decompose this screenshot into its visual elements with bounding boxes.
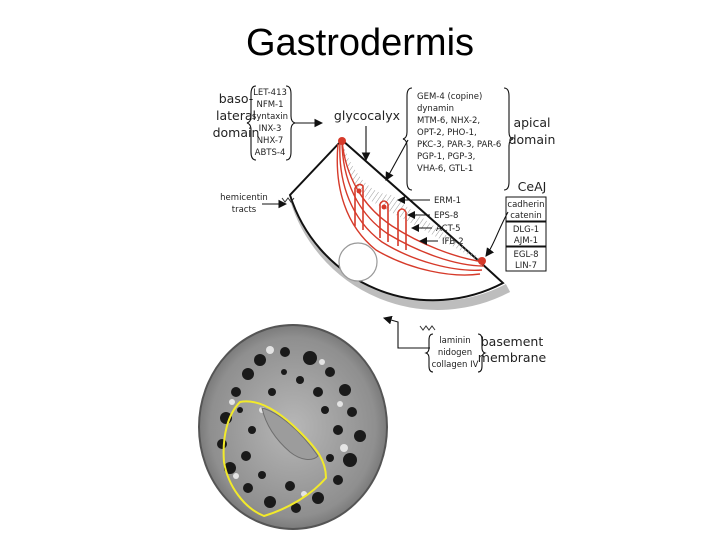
basolateral-right-brace xyxy=(285,85,296,161)
basolateral-gene-list: LET-413 NFM-1 syntaxin INX-3 NHX-7 ABTS-… xyxy=(252,88,288,158)
apical-membrane-lines xyxy=(336,139,485,276)
svg-text:DLG-1: DLG-1 xyxy=(513,225,539,235)
svg-text:baso-: baso- xyxy=(219,91,254,106)
svg-text:lateral: lateral xyxy=(216,108,256,123)
svg-text:MTM-6, NHX-2,: MTM-6, NHX-2, xyxy=(417,116,480,126)
svg-text:ERM-1: ERM-1 xyxy=(434,196,461,206)
basolateral-left-brace xyxy=(246,85,257,161)
micrograph-granules xyxy=(229,346,348,497)
svg-text:IFB-2: IFB-2 xyxy=(442,237,464,247)
hemicentin-label: hemicentin tracts xyxy=(220,193,268,215)
ceaj-arrow xyxy=(485,211,509,257)
microvillus-tips xyxy=(356,188,387,210)
apical-left-brace xyxy=(402,87,413,191)
svg-text:apical: apical xyxy=(513,115,550,130)
nucleus xyxy=(338,242,378,282)
svg-text:nidogen: nidogen xyxy=(438,348,472,358)
svg-text:NHX-7: NHX-7 xyxy=(257,136,284,146)
apical-right-brace xyxy=(503,87,514,191)
adherens-junction-top xyxy=(338,137,346,145)
svg-text:cadherin: cadherin xyxy=(507,200,544,210)
slide-title: Gastrodermis xyxy=(245,22,475,64)
micrograph-cell-outline xyxy=(222,400,328,518)
svg-text:EGL-8: EGL-8 xyxy=(513,250,538,260)
apical-arrow xyxy=(385,139,409,181)
micrograph-lumen xyxy=(261,407,319,460)
apical-gene-list: GEM-4 (copine) dynamin MTM-6, NHX-2, OPT… xyxy=(417,92,501,174)
basement-membrane-label: basement membrane xyxy=(478,334,547,365)
svg-text:dynamin: dynamin xyxy=(417,104,454,114)
svg-text:AJM-1: AJM-1 xyxy=(514,236,538,246)
svg-text:LIN-7: LIN-7 xyxy=(515,261,537,271)
svg-text:syntaxin: syntaxin xyxy=(252,112,288,122)
svg-text:collagen IV: collagen IV xyxy=(432,360,479,370)
svg-text:hemicentin: hemicentin xyxy=(220,193,268,203)
adherens-junction-bottom xyxy=(478,257,486,265)
microvilli-protein-labels: ERM-1 EPS-8 ACT-5 IFB-2 xyxy=(434,196,464,247)
basement-left-brace xyxy=(424,333,434,373)
svg-text:PKC-3, PAR-3, PAR-6: PKC-3, PAR-3, PAR-6 xyxy=(417,140,501,150)
basement-arrow xyxy=(382,315,430,349)
svg-text:PGP-1, PGP-3,: PGP-1, PGP-3, xyxy=(417,152,475,162)
electron-micrograph xyxy=(198,324,388,530)
svg-text:VHA-6, GTL-1: VHA-6, GTL-1 xyxy=(417,164,473,174)
ceaj-label: CeAJ xyxy=(518,179,547,194)
svg-text:domain: domain xyxy=(213,125,260,140)
ceaj-box-1: cadherin catenin xyxy=(505,196,547,222)
svg-text:catenin: catenin xyxy=(510,211,542,221)
svg-text:laminin: laminin xyxy=(439,336,470,346)
basement-zigzag xyxy=(419,325,436,331)
intestinal-cell-schematic xyxy=(281,137,511,331)
svg-text:GEM-4 (copine): GEM-4 (copine) xyxy=(417,92,482,102)
svg-text:membrane: membrane xyxy=(478,350,547,365)
basement-right-brace xyxy=(477,333,487,373)
basement-gene-list: laminin nidogen collagen IV xyxy=(432,336,479,370)
svg-text:tracts: tracts xyxy=(232,205,257,215)
basolateral-domain-label: baso- lateral domain xyxy=(213,91,260,140)
glycocalyx-label: glycocalyx xyxy=(334,108,400,123)
apical-domain-label: apical domain xyxy=(509,115,556,147)
svg-text:domain: domain xyxy=(509,132,556,147)
svg-text:ACT-5: ACT-5 xyxy=(436,224,461,234)
svg-text:LET-413: LET-413 xyxy=(253,88,287,98)
ceaj-box-2: DLG-1 AJM-1 xyxy=(505,221,547,247)
svg-text:EPS-8: EPS-8 xyxy=(434,211,458,221)
svg-text:INX-3: INX-3 xyxy=(259,124,282,134)
svg-text:NFM-1: NFM-1 xyxy=(256,100,283,110)
glycocalyx-region xyxy=(342,140,480,262)
ceaj-box-3: EGL-8 LIN-7 xyxy=(505,246,547,272)
svg-text:basement: basement xyxy=(481,334,544,349)
svg-text:ABTS-4: ABTS-4 xyxy=(255,148,286,158)
svg-text:OPT-2, PHO-1,: OPT-2, PHO-1, xyxy=(417,128,477,138)
microvilli-arrows xyxy=(397,196,438,245)
microvilli xyxy=(354,183,407,250)
micrograph-vacuoles xyxy=(217,347,366,513)
